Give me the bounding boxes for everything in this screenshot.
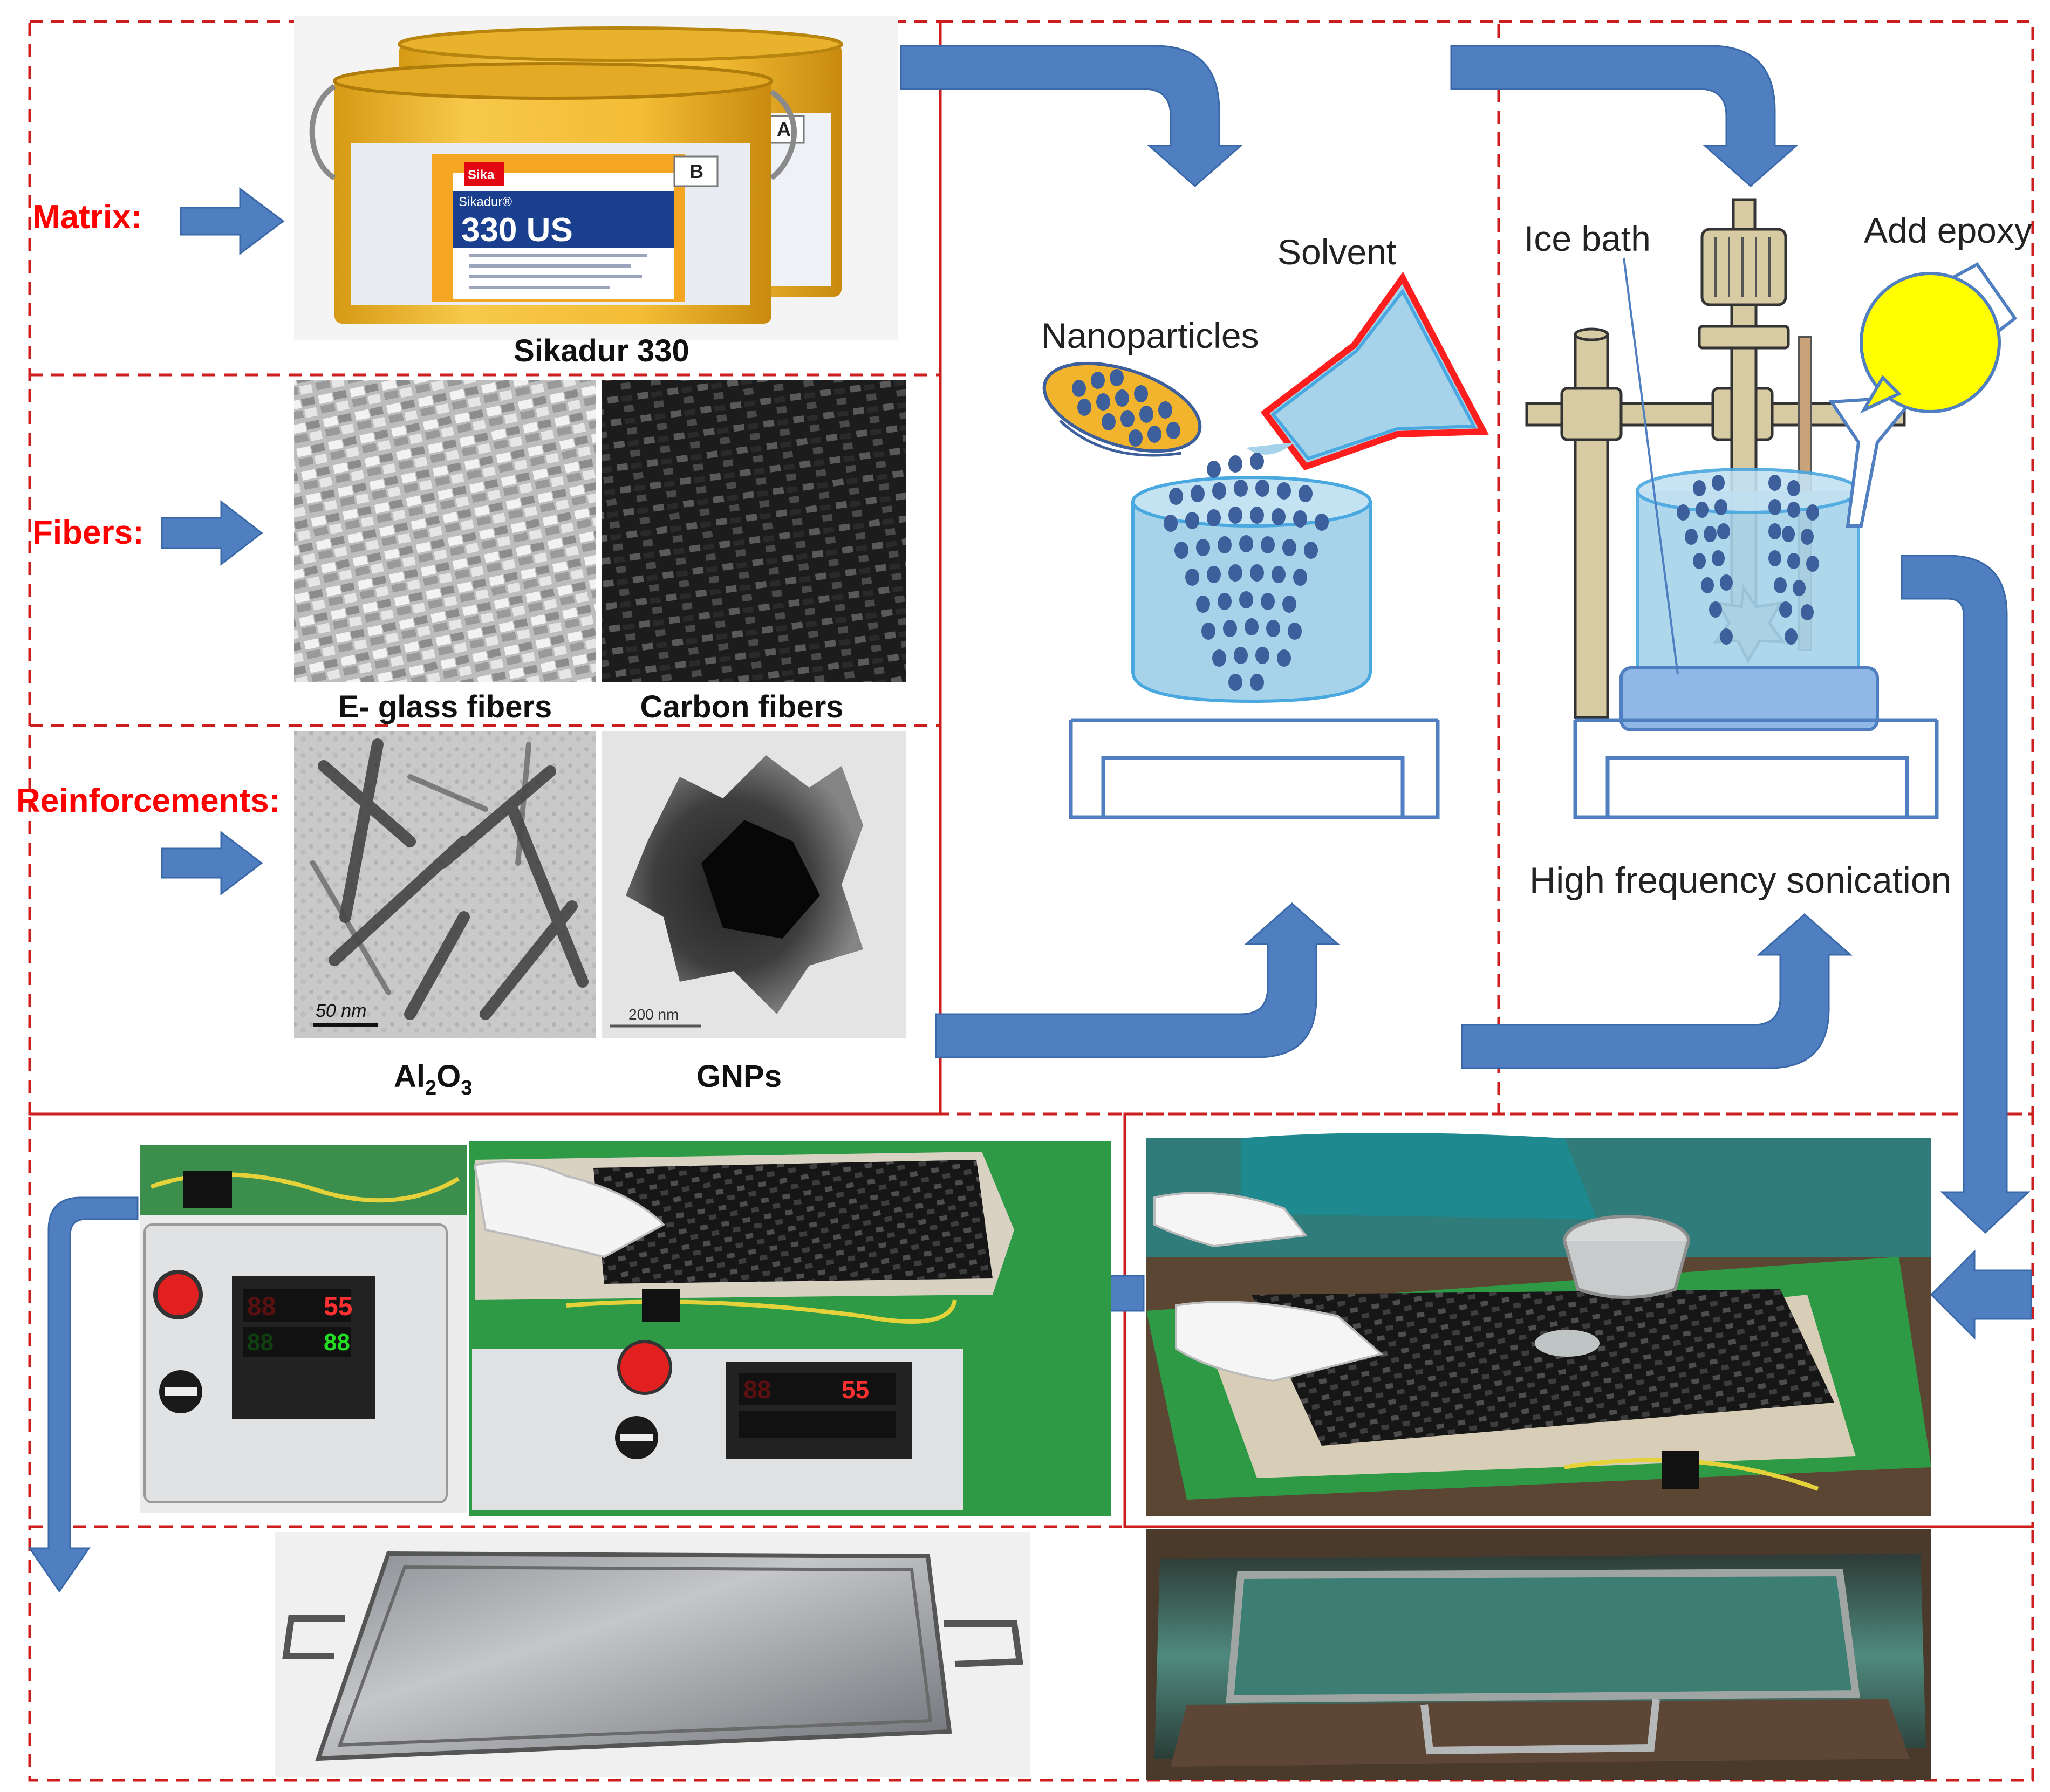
controller-display-bottom: 88 [324, 1329, 350, 1356]
can-component-b: B [689, 160, 703, 182]
u-turn-arrow-icon [935, 902, 1340, 1058]
controller-box-photo: 55 88 88 88 [140, 1145, 467, 1513]
matrix-label: Matrix: [32, 199, 142, 236]
green-mold-photo [1146, 1529, 1931, 1780]
eglass-fiber-photo [294, 380, 596, 682]
heating-table-photo: 88 55 [469, 1141, 1111, 1516]
add-epoxy-label: Add epoxy [1864, 210, 2032, 250]
can-component-a: A [777, 118, 791, 140]
row-labels: Matrix: Fibers: Reinforcements: [16, 199, 280, 819]
hot-plate-icon [1069, 718, 1440, 819]
arrow-right-icon [180, 187, 285, 255]
svg-text:88: 88 [247, 1329, 274, 1356]
ice-bath-pointer [1623, 257, 1679, 675]
sikadur-caption: Sikadur 330 [514, 333, 689, 368]
table-controller-display-top: 55 [842, 1376, 869, 1404]
al2o3-caption: Al2O3 [394, 1059, 472, 1099]
gnps-scale-bar-label: 200 nm [628, 1006, 679, 1023]
al2o3-scale-bar-label: 50 nm [316, 1001, 367, 1021]
svg-text:88: 88 [743, 1376, 771, 1404]
sonication-label: High frequency sonication [1529, 860, 1951, 901]
u-turn-arrow-icon [900, 45, 1243, 188]
ice-bath-block [1620, 666, 1879, 731]
carbon-caption: Carbon fibers [640, 689, 843, 724]
epoxy-flask-icon [1860, 262, 2018, 414]
step1-illustration: Nanoparticles Solvent [1041, 232, 1489, 819]
arrow-right-icon [1930, 1249, 2032, 1340]
svg-text:Al2O3: Al2O3 [394, 1059, 472, 1099]
process-arrows [28, 45, 2032, 1593]
carbon-fiber-photo [602, 380, 906, 682]
u-turn-arrow-icon [1901, 555, 2031, 1234]
hot-plate-icon [1573, 718, 1939, 819]
frame-step2 [1497, 20, 2034, 1116]
beaker-icon [1636, 468, 1860, 698]
nanoparticle-dish-icon [1042, 361, 1202, 457]
u-turn-arrow-icon [1450, 45, 1799, 188]
can-product-small: Sikadur® [459, 195, 512, 209]
frame-molds [28, 1525, 2034, 1782]
arrow-right-icon [161, 500, 263, 566]
controller-display-top: 55 [324, 1292, 352, 1321]
u-turn-arrow-icon [28, 1196, 139, 1593]
aluminium-plate-photo [275, 1532, 1030, 1777]
u-turn-arrow-icon [1461, 913, 1853, 1069]
can-product-name: 330 US [461, 211, 573, 249]
ice-bath-label: Ice bath [1524, 218, 1651, 258]
sikadur-photo: A Sikadur® 330 US Sika B [294, 16, 898, 340]
arrow-right-icon [161, 830, 263, 896]
gnps-micrograph: 200 nm [602, 731, 906, 1038]
nanoparticles-label: Nanoparticles [1041, 316, 1259, 355]
solvent-label: Solvent [1277, 232, 1396, 272]
frame-layup [1123, 1112, 2034, 1528]
can-brand: Sika [468, 168, 495, 182]
fibers-label: Fibers: [32, 514, 144, 551]
gnps-caption: GNPs [696, 1059, 782, 1094]
al2o3-micrograph: 50 nm [294, 731, 596, 1038]
beaker-icon [1131, 453, 1372, 703]
label-arrows [161, 187, 285, 896]
layup-photo [1146, 1133, 1931, 1516]
step2-illustration: Ice bath Add epoxy [1524, 198, 2032, 901]
svg-text:88: 88 [247, 1292, 276, 1321]
reinforcements-label: Reinforcements: [16, 782, 280, 819]
solvent-flask-icon [1246, 271, 1489, 471]
eglass-caption: E- glass fibers [338, 689, 552, 724]
